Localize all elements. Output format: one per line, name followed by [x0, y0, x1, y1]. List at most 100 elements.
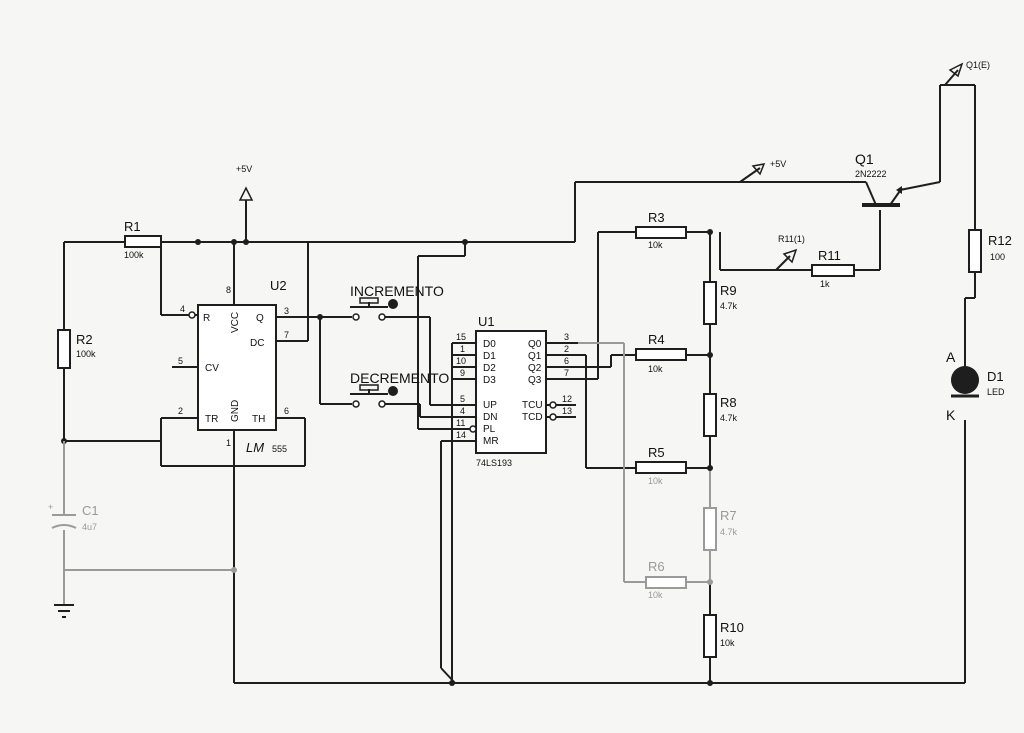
svg-text:5: 5	[178, 356, 183, 366]
svg-text:10k: 10k	[648, 240, 663, 250]
led-d1: A K D1 LED	[946, 349, 1005, 423]
svg-text:2: 2	[564, 344, 569, 354]
svg-text:TR: TR	[205, 414, 218, 425]
svg-text:GND: GND	[230, 400, 241, 422]
svg-text:3: 3	[564, 332, 569, 342]
svg-text:UP: UP	[483, 400, 497, 411]
probe-r11: R11(1)	[775, 234, 805, 271]
q1-part: 2N2222	[855, 169, 887, 179]
svg-text:PL: PL	[483, 424, 496, 435]
increment-label: INCREMENTO	[350, 283, 444, 299]
resistor-r9: R9 4.7k	[703, 281, 738, 325]
led-value: LED	[987, 387, 1005, 397]
svg-text:Q: Q	[256, 313, 264, 324]
button-increment: INCREMENTO	[350, 283, 444, 321]
svg-text:Q1: Q1	[528, 351, 542, 362]
svg-text:R12: R12	[988, 233, 1012, 248]
svg-text:8: 8	[226, 285, 231, 295]
svg-text:100k: 100k	[124, 250, 144, 260]
svg-text:7: 7	[564, 368, 569, 378]
led-ref: D1	[987, 369, 1004, 384]
resistor-r4: R4 10k	[635, 332, 687, 374]
u2-part: 555	[272, 444, 287, 454]
svg-text:Q0: Q0	[528, 339, 542, 350]
vcc-symbol-left: +5V	[236, 164, 254, 201]
svg-text:MR: MR	[483, 436, 499, 447]
svg-text:4.7k: 4.7k	[720, 301, 738, 311]
resistor-r6: R6 10k	[645, 559, 687, 600]
resistor-r1: R1 100k	[124, 219, 162, 260]
ic-u1-74ls193: U1 74LS193 D0 D1 D2 D3 UP DN PL MR 15 1 …	[456, 314, 578, 468]
resistor-r12: R12 100	[968, 229, 1012, 273]
led-anode-label: A	[946, 349, 956, 365]
resistor-r2: R2 100k	[57, 329, 96, 369]
svg-text:5: 5	[460, 394, 465, 404]
transistor-q1: Q1 2N2222	[855, 151, 903, 207]
svg-text:DN: DN	[483, 412, 497, 423]
svg-text:R6: R6	[648, 559, 665, 574]
resistor-r3: R3 10k	[635, 210, 687, 250]
svg-text:D1: D1	[483, 351, 496, 362]
svg-text:R5: R5	[648, 445, 665, 460]
svg-text:CV: CV	[205, 363, 219, 374]
svg-text:10k: 10k	[648, 364, 663, 374]
svg-text:6: 6	[284, 406, 289, 416]
svg-text:1: 1	[460, 344, 465, 354]
u2-ref: U2	[270, 278, 287, 293]
svg-text:R4: R4	[648, 332, 665, 347]
decrement-label: DECREMENTO	[350, 370, 449, 386]
svg-text:13: 13	[562, 406, 572, 416]
svg-text:10k: 10k	[648, 476, 663, 486]
svg-text:3: 3	[284, 306, 289, 316]
junctions	[61, 229, 713, 686]
probe-q1e-label: Q1(E)	[966, 60, 990, 70]
svg-text:C1: C1	[82, 503, 99, 518]
svg-text:100k: 100k	[76, 349, 96, 359]
svg-text:R10: R10	[720, 620, 744, 635]
svg-text:10: 10	[456, 356, 466, 366]
q1-ref: Q1	[855, 151, 874, 167]
svg-text:R3: R3	[648, 210, 665, 225]
vcc-mid-label: +5V	[770, 159, 786, 169]
led-cathode-label: K	[946, 407, 956, 423]
svg-text:9: 9	[460, 368, 465, 378]
svg-text:2: 2	[178, 406, 183, 416]
svg-text:TCU: TCU	[522, 400, 543, 411]
svg-text:R: R	[203, 313, 210, 324]
svg-text:R2: R2	[76, 332, 93, 347]
svg-text:R8: R8	[720, 395, 737, 410]
svg-text:6: 6	[564, 356, 569, 366]
svg-text:R9: R9	[720, 283, 737, 298]
u1-part: 74LS193	[476, 458, 512, 468]
svg-text:+: +	[48, 502, 53, 512]
svg-text:D0: D0	[483, 339, 496, 350]
svg-text:7: 7	[284, 330, 289, 340]
resistor-r8: R8 4.7k	[703, 393, 738, 437]
svg-text:R7: R7	[720, 508, 737, 523]
probe-r11-label: R11(1)	[778, 234, 805, 244]
wires	[63, 84, 976, 684]
vcc-symbol-mid: +5V	[739, 159, 786, 183]
resistor-r11: R11 1k	[811, 248, 855, 289]
svg-text:100: 100	[990, 252, 1005, 262]
svg-text:4.7k: 4.7k	[720, 413, 738, 423]
svg-text:1k: 1k	[820, 279, 830, 289]
capacitor-c1: + C1 4u7	[48, 441, 99, 532]
u1-ref: U1	[478, 314, 495, 329]
svg-text:4.7k: 4.7k	[720, 527, 738, 537]
svg-text:D3: D3	[483, 375, 496, 386]
faded-wires	[63, 342, 711, 605]
probe-q1e: Q1(E)	[944, 60, 990, 86]
svg-text:10k: 10k	[648, 590, 663, 600]
resistor-r7: R7 4.7k	[703, 507, 738, 551]
svg-text:10k: 10k	[720, 638, 735, 648]
svg-text:15: 15	[456, 332, 466, 342]
svg-text:VCC: VCC	[230, 312, 241, 333]
svg-text:Q2: Q2	[528, 363, 542, 374]
svg-text:11: 11	[456, 418, 465, 428]
resistor-r5: R5 10k	[635, 445, 687, 486]
svg-text:D2: D2	[483, 363, 496, 374]
svg-text:1: 1	[226, 438, 231, 448]
svg-text:DC: DC	[250, 338, 264, 349]
